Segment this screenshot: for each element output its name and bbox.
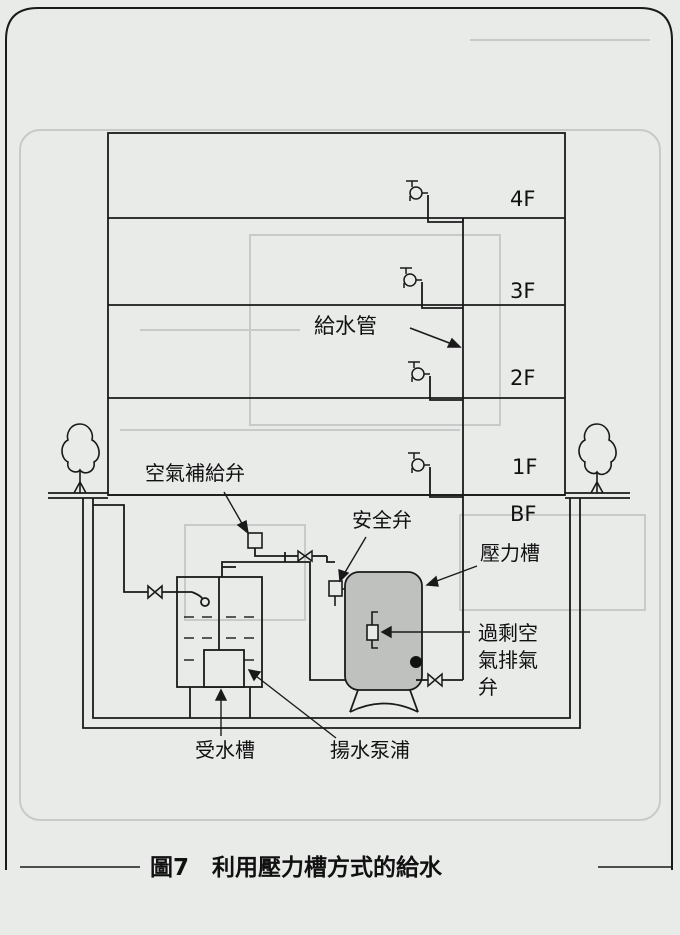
floor-label-bf: BF	[510, 502, 537, 526]
pressure-tank-arrow	[425, 565, 478, 587]
safety-valve-arrow	[338, 536, 367, 583]
floor-label-3f: 3F	[510, 279, 535, 303]
excess-air-valve-icon	[366, 611, 379, 649]
pressure-tank-label: 壓力槽	[480, 541, 540, 565]
air-supply-valve-icon	[247, 532, 263, 549]
floor-labels: 4F 3F 2F 1F BF	[510, 187, 537, 526]
excess-air-valve-arrow	[380, 625, 470, 639]
svg-text:過剩空: 過剩空	[478, 621, 538, 645]
inlet-valve-icon	[147, 584, 163, 600]
faucets	[400, 180, 430, 473]
bleed-through-artifacts	[19, 39, 661, 821]
receiving-tank-label: 受水槽	[195, 738, 255, 762]
safety-valve-label: 安全弁	[352, 508, 412, 532]
floor-label-2f: 2F	[510, 366, 535, 390]
excess-air-valve-label: 過剩空 氣排氣 弁	[478, 621, 538, 699]
tree-left	[61, 423, 100, 494]
receiving-tank-arrow	[214, 688, 228, 736]
safety-valve	[328, 580, 349, 606]
valve-icon	[297, 549, 313, 563]
air-supply-valve-arrow	[223, 491, 249, 535]
faucet-icon	[406, 180, 428, 201]
page-frame	[5, 7, 673, 870]
air-supply-valve-label: 空氣補給弁	[145, 461, 245, 485]
pump-arrow	[247, 669, 337, 739]
faucet-icon	[400, 267, 422, 288]
floor-label-4f: 4F	[510, 187, 535, 211]
svg-text:氣排氣: 氣排氣	[478, 648, 538, 672]
supply-pipe-network	[421, 195, 464, 680]
faucet-icon	[408, 452, 430, 473]
outlet-valve-icon	[427, 672, 443, 688]
pump-label: 揚水泵浦	[330, 738, 410, 762]
inlet-pipe	[93, 504, 210, 607]
building	[107, 132, 566, 496]
supply-pipe-arrow	[409, 327, 462, 348]
pump-discharge-pipe	[221, 561, 345, 681]
faucet-icon	[408, 361, 430, 382]
basement	[82, 498, 581, 729]
air-supply-line	[254, 548, 335, 563]
tree-right	[578, 423, 617, 494]
pump-body	[203, 649, 245, 688]
floor-label-1f: 1F	[512, 455, 537, 479]
figure-caption: 圖7 利用壓力槽方式的給水	[150, 854, 443, 881]
pressure-tank	[344, 571, 423, 713]
supply-pipe-label: 給水管	[314, 314, 377, 338]
svg-text:弁: 弁	[478, 675, 498, 699]
drain-plug	[410, 656, 422, 668]
